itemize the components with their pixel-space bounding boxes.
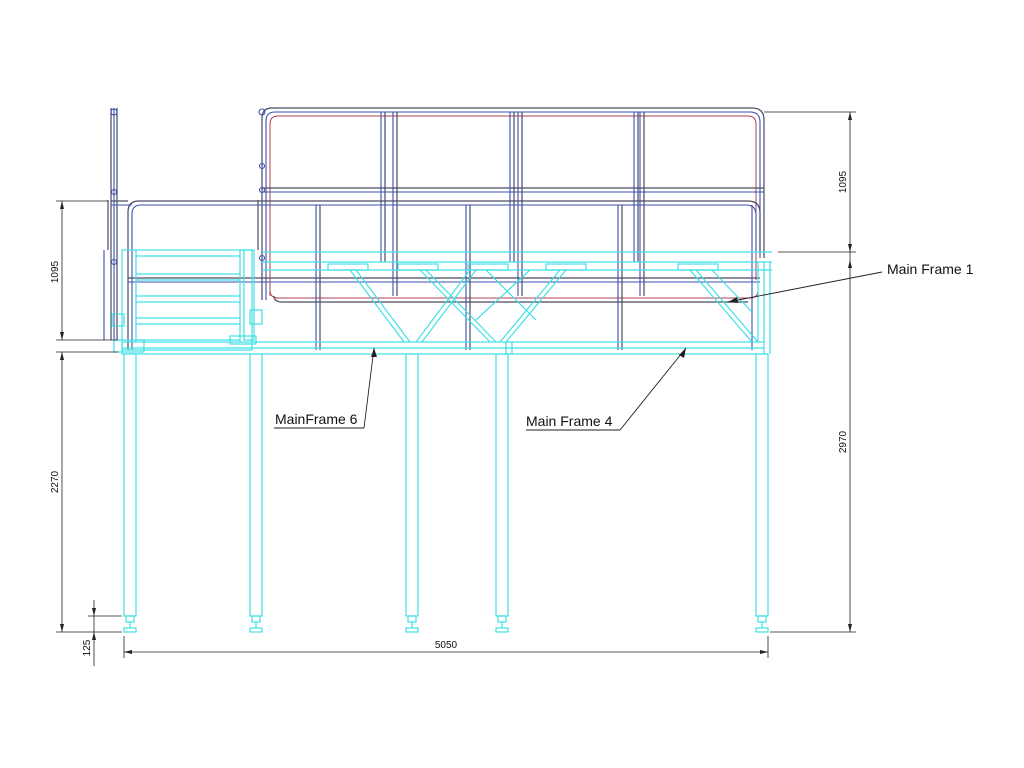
dim-foot-height: 125 bbox=[82, 639, 93, 656]
label-main-frame-4: Main Frame 4 bbox=[526, 413, 613, 429]
label-main-frame-6: MainFrame 6 bbox=[275, 411, 358, 427]
dim-deck-height: 2270 bbox=[50, 470, 61, 493]
leg-2 bbox=[249, 353, 263, 633]
dimension-overall-width bbox=[123, 636, 769, 658]
dimension-deck-height bbox=[56, 351, 122, 633]
leg-1 bbox=[123, 353, 137, 633]
dimension-total-height bbox=[770, 252, 856, 633]
dim-right-rail-height: 1095 bbox=[838, 170, 849, 193]
stair-handrail-post bbox=[103, 108, 118, 340]
lower-handrail bbox=[111, 200, 761, 350]
dim-left-rail-height: 1095 bbox=[50, 260, 61, 283]
support-legs bbox=[123, 353, 769, 633]
dim-overall-width: 5050 bbox=[435, 640, 458, 651]
dimension-foot bbox=[88, 600, 122, 666]
label-main-frame-1: Main Frame 1 bbox=[887, 261, 974, 277]
stair-assembly bbox=[111, 249, 263, 353]
callout-main-frame-6 bbox=[274, 347, 377, 429]
callout-main-frame-1 bbox=[727, 271, 883, 303]
leg-3 bbox=[405, 353, 419, 633]
dim-total-height: 2970 bbox=[838, 430, 849, 453]
leg-4 bbox=[495, 353, 509, 633]
deck-frame bbox=[121, 251, 772, 355]
dimension-left-rail bbox=[56, 200, 118, 341]
dimension-right-rail bbox=[764, 111, 856, 253]
leg-5 bbox=[755, 353, 769, 633]
callout-main-frame-4 bbox=[526, 347, 687, 431]
